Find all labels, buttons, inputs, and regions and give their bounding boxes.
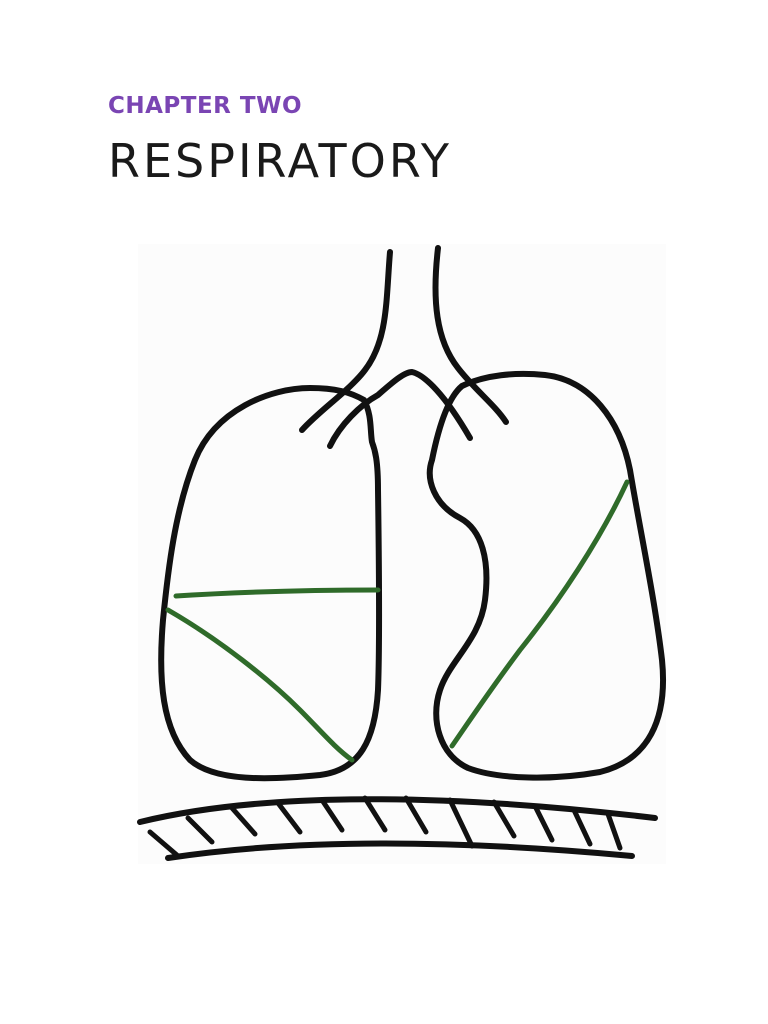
chapter-title: RESPIRATORY [108,134,452,188]
diaphragm-upper [137,796,658,825]
diaphragm-lower [165,840,635,861]
left-horizontal-fissure [173,587,381,599]
trachea-left-wall [299,249,393,433]
left-lung-outline [158,385,383,782]
right-lung-outline [426,370,666,781]
left-oblique-fissure [165,607,355,763]
chapter-label: CHAPTER TWO [108,93,303,119]
trachea-right-wall [432,245,509,425]
right-oblique-fissure [449,479,630,749]
bronchus-left-inner [327,369,473,449]
illustration-frame [138,244,666,864]
diaphragm-hatching [147,795,623,859]
